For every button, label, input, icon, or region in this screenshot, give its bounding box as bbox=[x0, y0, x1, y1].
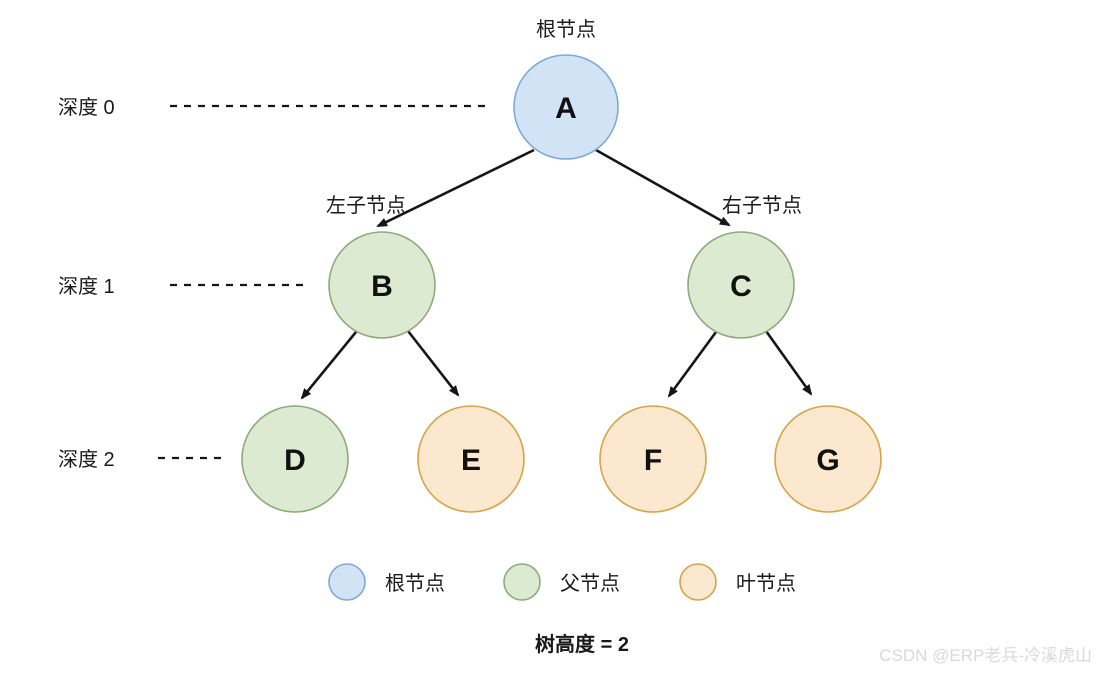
legend-root-label: 根节点 bbox=[385, 572, 445, 595]
node-e-circle bbox=[417, 405, 525, 513]
legend: 根节点 父节点 叶节点 bbox=[328, 563, 796, 601]
node-b-circle bbox=[328, 231, 436, 339]
depth-2-label: 深度 2 bbox=[58, 448, 115, 471]
node-e: E bbox=[417, 405, 525, 513]
legend-root-swatch bbox=[328, 563, 366, 601]
node-g-label: G bbox=[816, 444, 839, 477]
node-a-label: A bbox=[555, 92, 577, 125]
node-d-label: D bbox=[284, 444, 306, 477]
legend-leaf-swatch bbox=[679, 563, 717, 601]
node-c-label: C bbox=[730, 270, 752, 303]
node-g-circle bbox=[774, 405, 882, 513]
watermark-text: CSDN @ERP老兵-冷溪虎山 bbox=[879, 646, 1092, 665]
node-f: F bbox=[599, 405, 707, 513]
edge-c-to-g bbox=[764, 330, 813, 396]
node-d: D bbox=[241, 405, 349, 513]
node-e-label: E bbox=[461, 444, 481, 477]
node-c-circle bbox=[687, 231, 795, 339]
legend-parent-swatch bbox=[503, 563, 541, 601]
edge-a-to-c bbox=[595, 148, 731, 227]
depth-0-label: 深度 0 bbox=[58, 96, 115, 119]
root-title-label: 根节点 bbox=[536, 18, 596, 41]
edge-b-to-e bbox=[406, 330, 460, 397]
node-a: A bbox=[513, 54, 619, 160]
node-f-circle bbox=[599, 405, 707, 513]
legend-parent-label: 父节点 bbox=[560, 572, 620, 595]
legend-leaf-label: 叶节点 bbox=[736, 572, 796, 595]
node-f-label: F bbox=[644, 444, 662, 477]
right-child-label: 右子节点 bbox=[722, 194, 802, 217]
edge-a-to-b bbox=[376, 148, 535, 228]
node-b-label: B bbox=[371, 270, 393, 303]
node-b: B bbox=[328, 231, 436, 339]
left-child-label: 左子节点 bbox=[326, 194, 406, 217]
node-a-circle bbox=[513, 54, 619, 160]
depth-1-label: 深度 1 bbox=[58, 275, 115, 298]
node-d-circle bbox=[241, 405, 349, 513]
node-c: C bbox=[687, 231, 795, 339]
node-g: G bbox=[774, 405, 882, 513]
tree-height-caption: 树高度 = 2 bbox=[535, 632, 629, 656]
edge-b-to-d bbox=[300, 331, 358, 400]
edge-c-to-f bbox=[667, 331, 718, 398]
